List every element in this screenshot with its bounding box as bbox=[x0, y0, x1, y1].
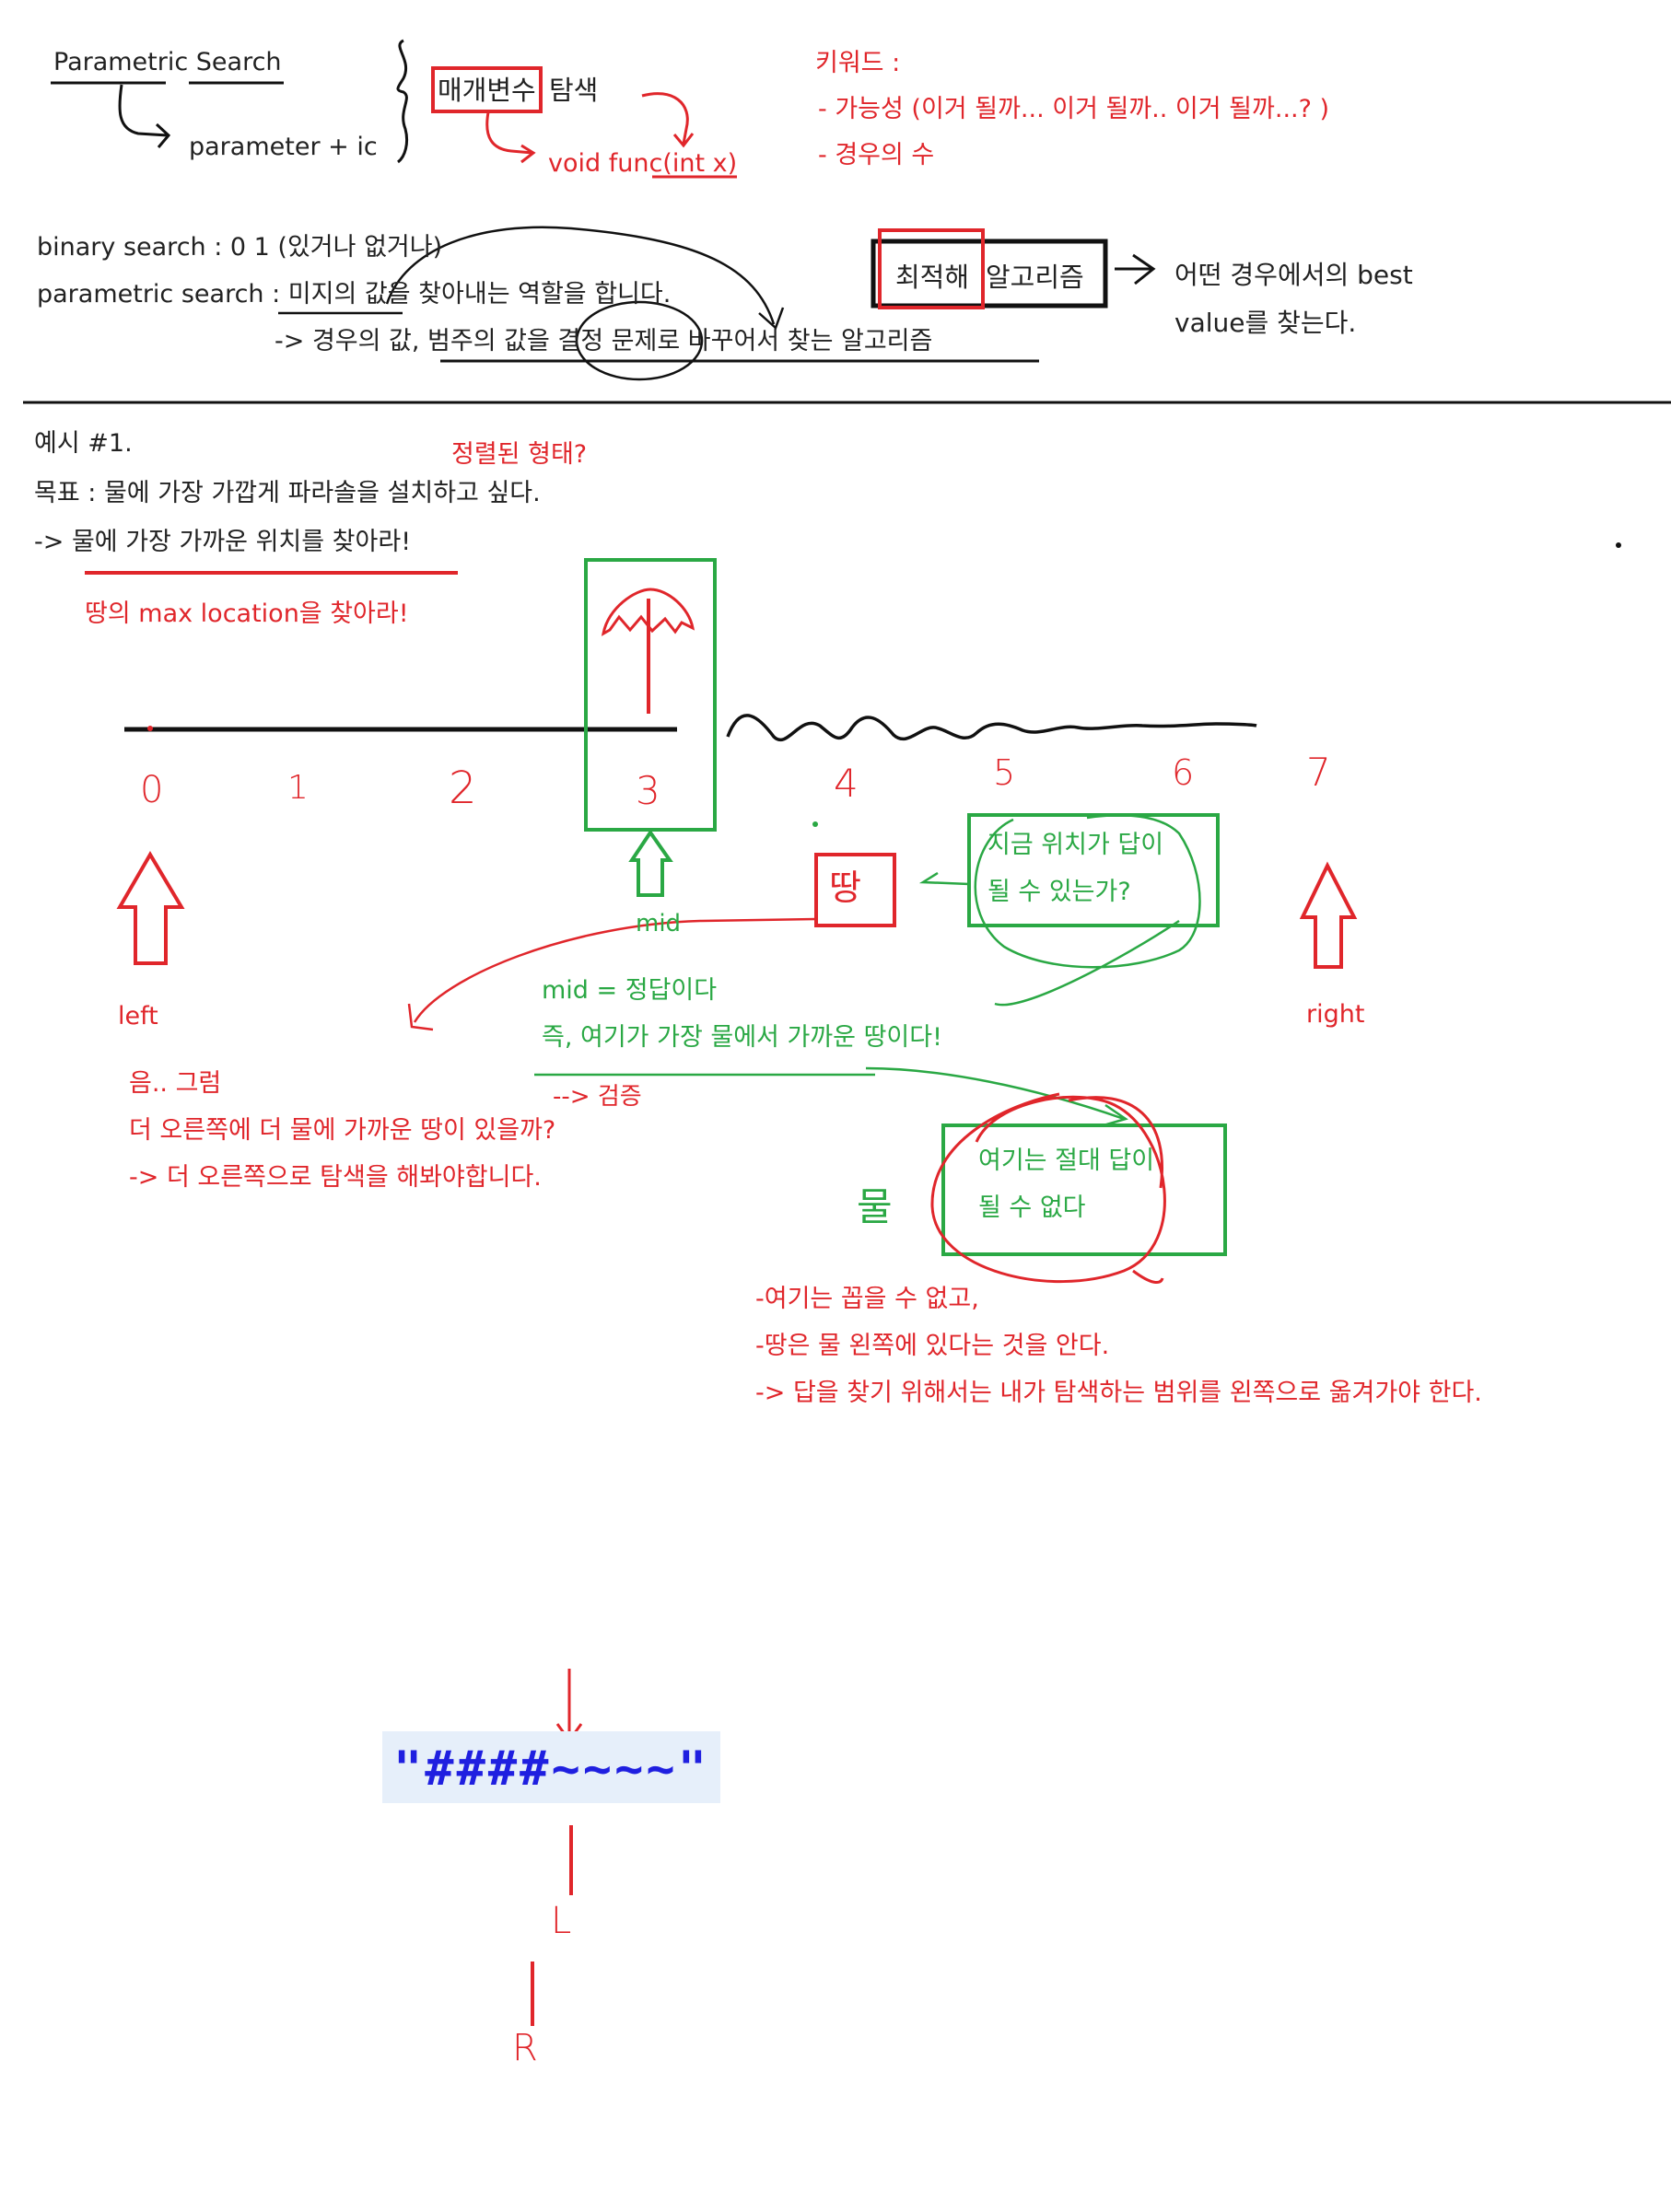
left-arrow bbox=[116, 851, 185, 965]
goal-text: 목표 : 물에 가장 가깝게 파라솔을 설치하고 싶다. bbox=[34, 479, 541, 507]
conclusion-1: -여기는 꼽을 수 없고, bbox=[755, 1285, 979, 1313]
tick-label-6: 6 bbox=[1172, 752, 1195, 793]
void-func-label: void func(int x) bbox=[548, 149, 738, 178]
tick-label-3: 3 bbox=[636, 768, 660, 813]
sorted-question: 정렬된 형태? bbox=[451, 440, 588, 469]
opt-algo-box bbox=[871, 239, 1108, 309]
curly-brace bbox=[396, 39, 409, 164]
algo-label: 알고리즘 bbox=[986, 262, 1084, 293]
string-example: "####~~~~" bbox=[392, 1741, 710, 1797]
param-var-box bbox=[431, 66, 543, 113]
string-highlight bbox=[382, 1731, 720, 1803]
L-label: L bbox=[551, 1900, 572, 1942]
decision-circle bbox=[575, 300, 704, 381]
dot-4 bbox=[812, 821, 818, 827]
left-note-2: 더 오른쪽에 더 물에 가까운 땅이 있을까? bbox=[129, 1116, 556, 1145]
mid-arrow bbox=[628, 829, 673, 897]
down-arrow bbox=[555, 1669, 583, 1743]
possible-note-2: 될 수 있는가? bbox=[987, 878, 1131, 906]
parameter-ic-label: parameter + ic bbox=[189, 133, 378, 161]
never-note-1: 여기는 절대 답이 bbox=[978, 1147, 1155, 1175]
goal-arrow-text: -> 물에 가장 가까운 위치를 찾아라! bbox=[34, 528, 412, 556]
opt-desc-1: 어떤 경우에서의 best bbox=[1174, 260, 1413, 290]
opt-box bbox=[878, 228, 985, 309]
right-arrow bbox=[1299, 861, 1358, 969]
possible-box bbox=[967, 813, 1220, 927]
parametric-search-def: parametric search : 미지의 값을 찾아내는 역할을 합니다. bbox=[37, 280, 672, 309]
tick-label-7: 7 bbox=[1306, 750, 1331, 795]
parasol-canopy bbox=[601, 588, 695, 636]
search-word-label: 탐색 bbox=[549, 75, 599, 106]
tick-label-0: 0 bbox=[140, 769, 164, 811]
mid-answer-2: 즉, 여기가 가장 물에서 가까운 땅이다! bbox=[542, 1023, 942, 1052]
keyword-item-2: - 경우의 수 bbox=[818, 141, 935, 169]
conclusion-3: -> 답을 찾기 위해서는 내가 탐색하는 범위를 왼쪽으로 옮겨가야 한다. bbox=[755, 1379, 1482, 1407]
opt-label: 최적해 bbox=[895, 262, 970, 293]
binary-search-def: binary search : 0 1 (있거나 없거나) bbox=[37, 233, 443, 262]
intx-arrow bbox=[641, 92, 695, 148]
left-note-1: 음.. 그럼 bbox=[129, 1069, 222, 1098]
opt-desc-2: value를 찾는다. bbox=[1174, 308, 1357, 338]
possible-note-1: 지금 위치가 답이 bbox=[987, 831, 1164, 859]
left-label: left bbox=[118, 1002, 158, 1030]
hook-arrow bbox=[118, 84, 171, 148]
example-title: 예시 #1. bbox=[34, 429, 133, 458]
param-var-label: 매개변수 bbox=[438, 75, 536, 106]
mid-label: mid bbox=[636, 910, 682, 937]
left-note-3: -> 더 오른쪽으로 탐색을 해봐야합니다. bbox=[129, 1163, 542, 1192]
max-location-text: 땅의 max location을 찾아라! bbox=[85, 600, 409, 628]
never-box bbox=[941, 1123, 1227, 1256]
tick-label-4: 4 bbox=[834, 761, 859, 806]
keywords-title: 키워드 : bbox=[815, 49, 901, 77]
tick-label-1: 1 bbox=[287, 769, 309, 807]
water-mark: 물 bbox=[857, 1184, 893, 1229]
right-label: right bbox=[1306, 1000, 1365, 1029]
R-label: R bbox=[512, 2027, 538, 2069]
param-arrow bbox=[485, 111, 536, 164]
never-note-2: 될 수 없다 bbox=[978, 1193, 1086, 1222]
mid-answer-1: mid = 정답이다 bbox=[542, 976, 718, 1005]
curve-arrow bbox=[385, 226, 785, 331]
verify-label: --> 검증 bbox=[553, 1083, 642, 1111]
mid-to-never-arrow bbox=[865, 1066, 1128, 1127]
tick-label-2: 2 bbox=[449, 763, 477, 814]
land-to-left-line bbox=[407, 917, 817, 1031]
zero-dot bbox=[147, 726, 153, 731]
algorithm-def: -> 경우의 값, 범주의 값을 결정 문제로 바꾸어서 찾는 알고리즘 bbox=[275, 327, 933, 355]
possible-scribble bbox=[918, 814, 1201, 1007]
land-mark: 땅 bbox=[829, 867, 861, 908]
opt-arrow bbox=[1115, 253, 1156, 285]
dot-mark bbox=[1616, 542, 1621, 548]
never-scribble bbox=[930, 1092, 1166, 1284]
water-wave bbox=[726, 714, 1257, 742]
conclusion-2: -땅은 물 왼쪽에 있다는 것을 안다. bbox=[755, 1332, 1110, 1360]
parametric-search-title: Parametric Search bbox=[53, 48, 282, 76]
tick-label-5: 5 bbox=[993, 752, 1016, 793]
keyword-item-1: - 가능성 (이거 될까... 이거 될까.. 이거 될까...? ) bbox=[818, 95, 1330, 123]
land-box bbox=[814, 853, 896, 927]
